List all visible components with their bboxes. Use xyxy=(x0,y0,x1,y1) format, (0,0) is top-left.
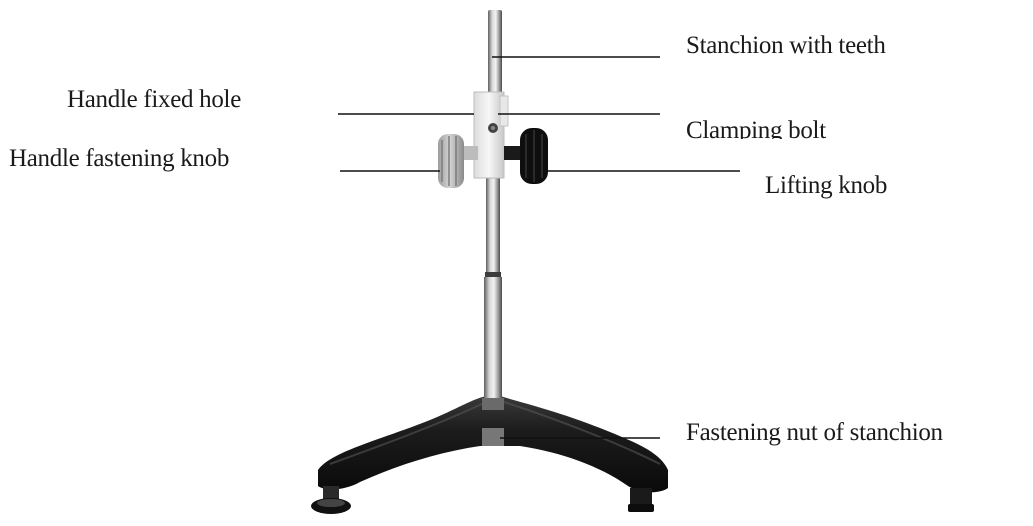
label-handle-fixed-hole: Handle fixed hole xyxy=(67,87,241,112)
leader-lines xyxy=(338,57,740,438)
clamp-block xyxy=(474,92,508,178)
leveling-foot-right xyxy=(628,488,654,512)
stanchion-rod xyxy=(482,10,504,446)
label-fastening-nut-of-stanchion: Fastening nut of stanchion xyxy=(686,420,943,445)
handle-fastening-knob xyxy=(438,134,478,188)
leveling-foot-left xyxy=(311,486,351,514)
stanchion-nut xyxy=(482,398,504,410)
label-handle-fastening-knob: Handle fastening knob xyxy=(9,146,229,171)
label-clamping-bolt: Clamping bolt xyxy=(686,118,826,139)
label-lifting-knob: Lifting knob xyxy=(765,173,887,198)
label-stanchion-with-teeth: Stanchion with teeth xyxy=(686,33,886,58)
lifting-knob xyxy=(504,128,548,184)
stanchion-nut-lower xyxy=(482,428,504,446)
